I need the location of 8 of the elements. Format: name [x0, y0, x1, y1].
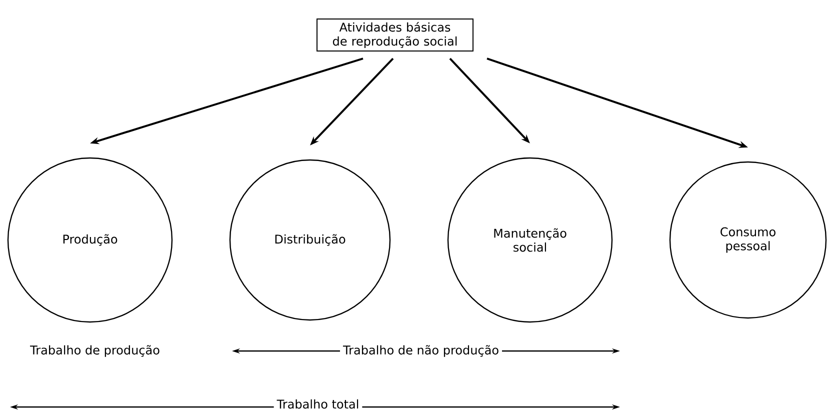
circle-node: Manutenção social [447, 157, 613, 323]
text-box: Atividades básicas de reprodução social [316, 18, 474, 52]
circle-node: Produção [7, 157, 173, 323]
label-text: Trabalho total [274, 396, 362, 412]
circle-node: Distribuição [229, 159, 391, 321]
circle-node: Consumo pessoal [669, 161, 827, 319]
label-text: Trabalho de não produção [340, 342, 502, 360]
label-text: Trabalho de produção [30, 345, 160, 357]
